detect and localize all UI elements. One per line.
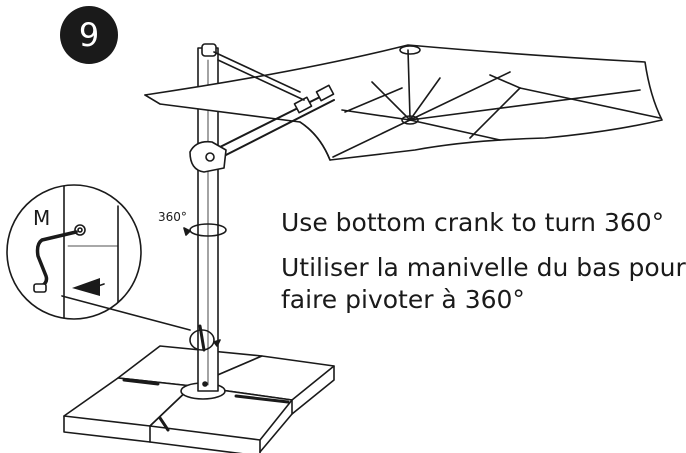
step-number: 9: [78, 16, 100, 54]
crank-handle-icon: [189, 324, 221, 352]
callout-detail: [6, 184, 142, 320]
instruction-french-line2: faire pivoter à 360°: [281, 285, 525, 314]
umbrella-pole: [197, 43, 219, 392]
rotation-label: 360°: [158, 210, 187, 224]
umbrella-arm: [189, 51, 335, 173]
pointer-arrow-icon: [61, 278, 191, 331]
step-number-badge: 9: [60, 6, 118, 64]
rotation-arrow-icon: [183, 223, 227, 237]
part-label: M: [33, 206, 51, 230]
instruction-french-line1: Utiliser la manivelle du bas pour: [281, 253, 686, 282]
umbrella-canopy: [144, 44, 663, 161]
base-weights: [63, 345, 335, 453]
instruction-english: Use bottom crank to turn 360°: [281, 208, 665, 237]
